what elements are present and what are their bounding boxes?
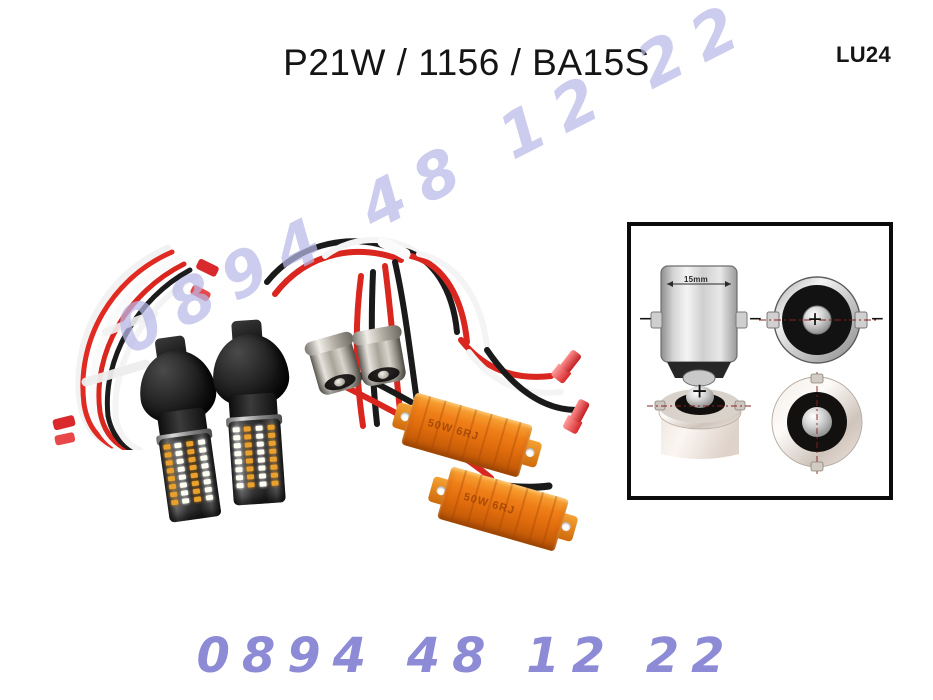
bulb-led-body xyxy=(228,418,286,506)
polarity-minus-right: − xyxy=(871,306,884,331)
ba15s-socket-right xyxy=(351,319,408,388)
polarity-minus-mid: − xyxy=(749,306,762,331)
brand-badge: LU24 xyxy=(836,42,891,67)
view-bottom-contact xyxy=(759,276,877,364)
polarity-minus-left: − xyxy=(639,306,652,331)
wire-harness-graphic xyxy=(52,244,219,450)
watermark-phone-number: 0894 48 12 22 xyxy=(196,628,737,684)
led-bulb-right xyxy=(202,319,306,507)
view-photo-bottom-base xyxy=(771,372,863,474)
dimension-label-15mm: 15mm xyxy=(684,275,708,284)
polarity-plus-bottom-view: + xyxy=(808,306,823,333)
product-photo: 50W 6RJ 50W 6RJ xyxy=(40,230,640,570)
page-title: P21W / 1156 / BA15S xyxy=(283,42,650,83)
view-side-bulb-base xyxy=(650,265,748,387)
spec-diagram-svg xyxy=(647,265,877,474)
view-photo-angled-base xyxy=(647,386,753,459)
polarity-plus-side-view: + xyxy=(692,376,708,406)
spec-diagram-box: 15mm − − − + + xyxy=(627,222,893,500)
